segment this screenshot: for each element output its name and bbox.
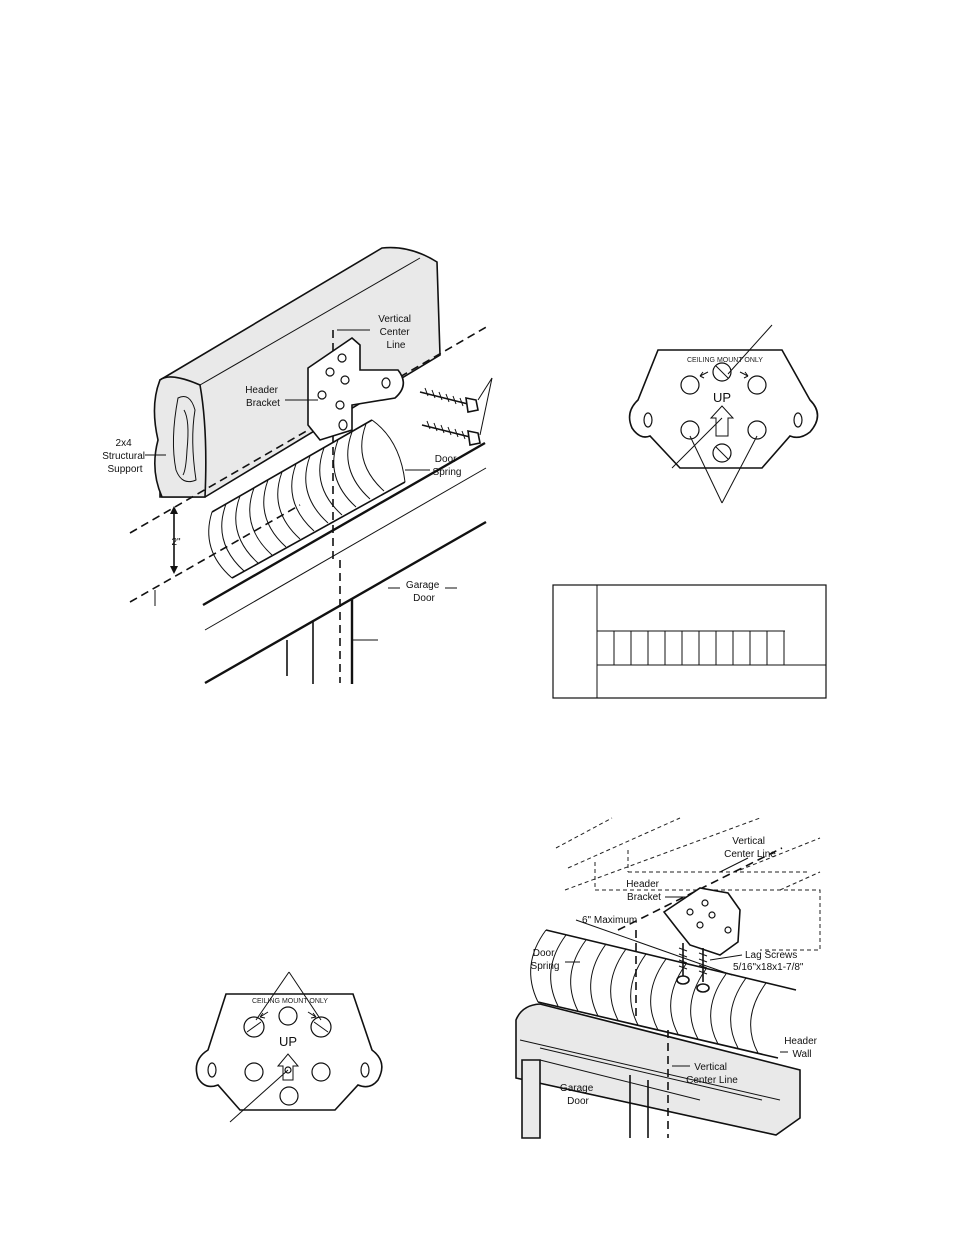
specification-table [553,585,826,698]
figure-wall-mount: Vertical Center Line Header Bracket 2x4 … [102,248,492,684]
header-bracket [664,888,740,955]
ceiling-mount-stamp: CEILING MOUNT ONLY [687,357,763,364]
lag-screws-label: Lag Screws 5/16"x18x1-7/8" [733,950,804,973]
bracket-face-bottom: CEILING MOUNT ONLY UP [196,972,381,1122]
ceiling-mount-stamp: CEILING MOUNT ONLY [252,998,328,1005]
dimension-2in [155,506,178,606]
up-marking: UP [279,1034,297,1049]
vcl-top-leader [720,858,748,872]
structural-support-label: 2x4 Structural Support [102,438,148,475]
door-spring-label: Door Spring [531,948,560,972]
max-label: 6" Maximum [582,915,637,926]
garage-door-label: Garage Door [406,580,442,604]
figure-ceiling-mount: Vertical Center Line Header Bracket 6" M… [516,818,820,1138]
vertical-center-line-top-label: Vertical Center Line [724,836,776,860]
lower-reference-line [130,505,300,602]
up-marking: UP [713,390,731,405]
garage-door [203,443,486,684]
lag-screw-right [697,948,709,992]
header-wall [516,1004,800,1135]
header-bracket-label: Header Bracket [626,879,662,903]
lag-screws-leader [710,955,742,960]
bracket-face-top: CEILING MOUNT ONLY UP [630,325,818,503]
dimension-label: 2" [171,537,181,548]
lag-screw-upper [420,388,478,412]
lag-screw-lower [422,421,480,445]
header-wall-label: Header Wall [784,1036,820,1060]
